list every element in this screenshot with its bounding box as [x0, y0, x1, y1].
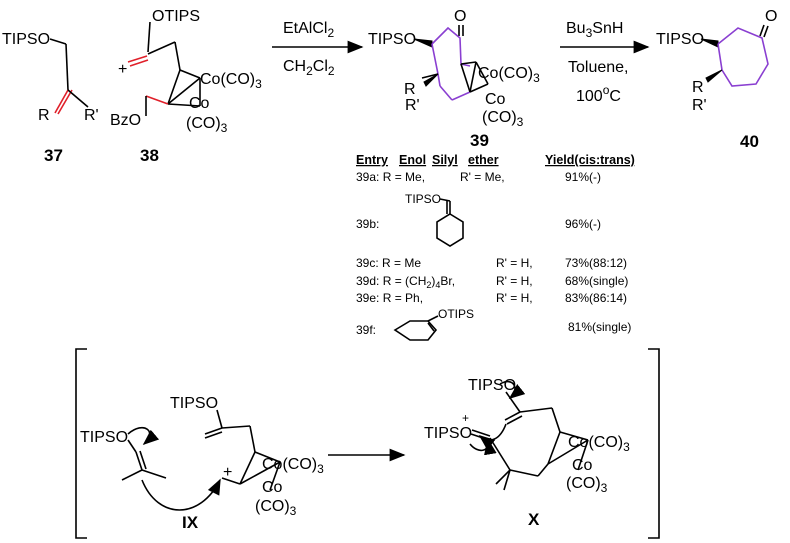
table-header-ether: ether	[468, 153, 499, 167]
row-39e-rp: R' = H,	[496, 291, 533, 305]
IX-cation-plus: +	[223, 464, 232, 481]
compound-39: TIPSO O R R' Co(CO)3 Co (CO)3 39	[368, 8, 540, 150]
c40-R: R	[692, 79, 704, 96]
c39-R: R	[404, 81, 416, 98]
IX-label: IX	[182, 513, 199, 532]
yield-table: Entry Enol Silyl ether Yield(cis:trans) …	[356, 153, 635, 341]
row-39a-rp: R' = Me,	[460, 170, 505, 184]
row-39b-entry: 39b:	[356, 217, 379, 231]
IX-co-bottom: Co	[262, 479, 283, 496]
c40-tipso-label: TIPSO	[656, 31, 704, 48]
arrow1-reagent-top: EtAlCl2	[283, 20, 334, 40]
row-39c-entry: 39c: R = Me	[356, 256, 421, 270]
IX-tipso-top: TIPSO	[170, 395, 218, 412]
table-header-silyl: Silyl	[432, 153, 458, 167]
X-co-bottom-ligands: (CO)3	[566, 475, 608, 495]
row-39b-yield: 96%(-)	[565, 217, 601, 231]
bracket-left	[75, 348, 87, 539]
c39-Rprime: R'	[405, 97, 420, 114]
row-39f-struct-label: OTIPS	[438, 307, 474, 321]
intermediate-X: TIPSO Co(CO)3 Co (CO)3 TIPSO + X	[424, 377, 630, 529]
X-tipso-oxocarbenium: TIPSO	[424, 425, 472, 442]
row-39c-rp: R' = H,	[496, 256, 533, 270]
row-39e-entry: 39e: R = Ph,	[356, 291, 423, 305]
row-39b-struct-label: TIPSO	[405, 192, 441, 206]
row-39c-yield: 73%(88:12)	[565, 256, 627, 270]
c40-oxo: O	[765, 8, 777, 25]
reaction-arrow-1: EtAlCl2 CH2Cl2	[272, 20, 364, 78]
c39-oxo: O	[454, 8, 466, 25]
c39-co-top: Co(CO)3	[478, 65, 540, 85]
compound-37: TIPSO R R' 37	[2, 31, 99, 165]
X-tipso-top: TIPSO	[468, 377, 516, 394]
arrow1-reagent-bottom: CH2Cl2	[283, 58, 335, 78]
table-header-yield: Yield(cis:trans)	[545, 153, 635, 167]
X-label: X	[528, 510, 540, 529]
c37-Rprime: R'	[84, 107, 99, 124]
reaction-arrow-2: Bu3SnH Toluene, 100oC	[560, 20, 650, 105]
compound-38-label: 38	[140, 146, 159, 165]
plus-sign: +	[118, 61, 127, 78]
table-header-enol: Enol	[399, 153, 426, 167]
arrow2-reagent-top: Bu3SnH	[566, 20, 623, 40]
compound-40: TIPSO O R R' 40	[656, 8, 777, 151]
IX-co-bottom-ligands: (CO)3	[255, 498, 297, 518]
row-39e-yield: 83%(86:14)	[565, 291, 627, 305]
row-39a-entry: 39a: R = Me,	[356, 170, 425, 184]
X-co-top: Co(CO)3	[568, 434, 630, 454]
table-header-entry: Entry	[356, 153, 388, 167]
compound-38: OTIPS BzO Co(CO)3 Co (CO)3 38	[110, 8, 262, 165]
c39-tipso-label: TIPSO	[368, 31, 416, 48]
compound-39-label: 39	[470, 131, 489, 150]
intermediate-IX: TIPSO + Co(CO)3 Co (CO)3 TIPSO IX	[80, 395, 324, 532]
row-39d-entry: 39d: R = (CH2)4Br,	[356, 274, 455, 290]
c38-co-bottom-ligands: (CO)3	[186, 115, 228, 135]
c40-Rprime: R'	[692, 97, 707, 114]
X-oxocarbenium-plus: +	[462, 411, 469, 425]
c39-co-bottom: Co	[485, 91, 506, 108]
IX-tipso-enol: TIPSO	[80, 429, 128, 446]
compound-37-label: 37	[44, 146, 63, 165]
row-39a-yield: 91%(-)	[565, 170, 601, 184]
c38-otips-label: OTIPS	[152, 8, 200, 25]
c37-R: R	[38, 107, 50, 124]
c38-co-top: Co(CO)3	[200, 71, 262, 91]
c39-co-bottom-ligands: (CO)3	[482, 109, 524, 129]
bracket-right	[648, 348, 660, 539]
c38-bzo-label: BzO	[110, 112, 141, 129]
row-39d-rp: R' = H,	[496, 274, 533, 288]
row-39f-yield: 81%(single)	[568, 320, 631, 334]
compound-40-label: 40	[740, 132, 759, 151]
arrow2-reagent-bottom: 100oC	[576, 83, 621, 105]
IX-co-top: Co(CO)3	[262, 456, 324, 476]
row-39d-yield: 68%(single)	[565, 274, 628, 288]
X-co-bottom: Co	[572, 457, 593, 474]
c37-tipso-label: TIPSO	[2, 31, 50, 48]
arrow2-reagent-mid: Toluene,	[568, 59, 629, 76]
row-39f-entry: 39f:	[356, 323, 376, 337]
c38-co-bottom: Co	[189, 95, 210, 112]
